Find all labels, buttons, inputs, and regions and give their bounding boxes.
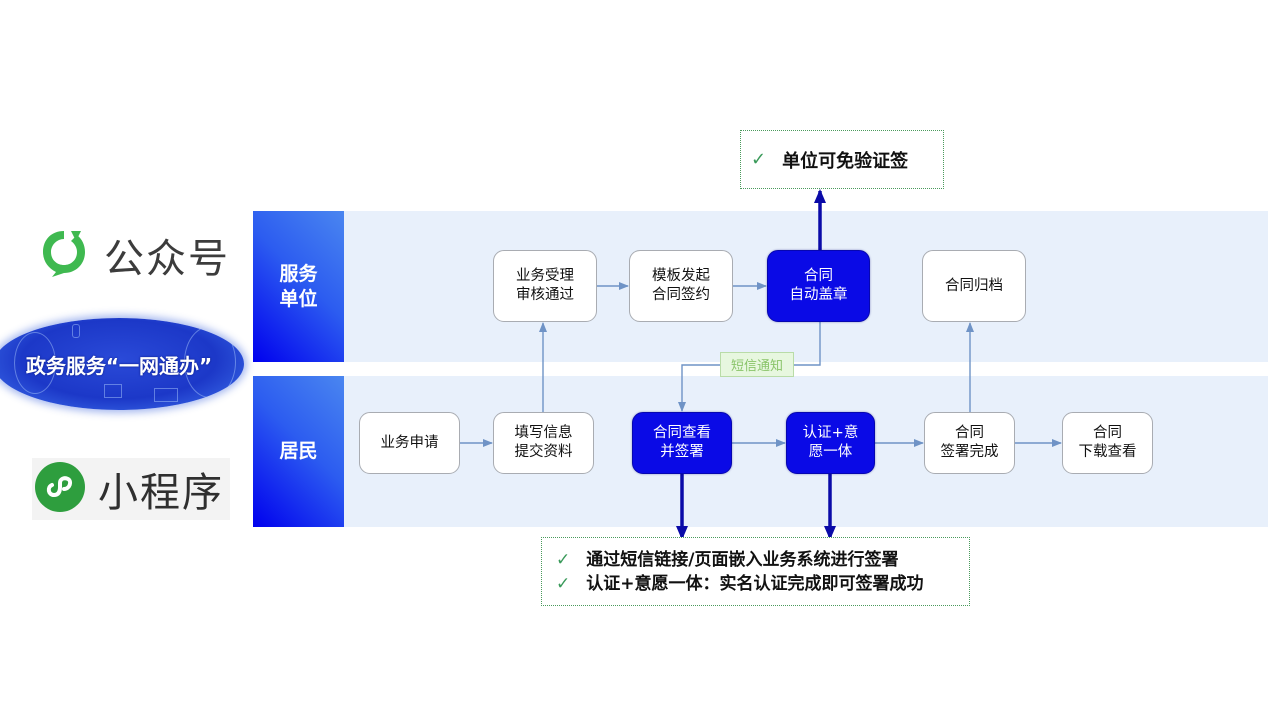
callout-text: 单位可免验证签 bbox=[782, 150, 909, 172]
node-line: 并签署 bbox=[660, 444, 704, 460]
banner-label: 政务服务“一网通办” bbox=[25, 353, 213, 378]
wechat-official-account-icon bbox=[38, 227, 90, 283]
gongzhonghao-label: 公众号 bbox=[104, 236, 230, 282]
node-line: 签署完成 bbox=[940, 444, 999, 460]
lane-title: 服务单位 bbox=[279, 262, 318, 310]
mini-program-icon bbox=[34, 461, 86, 517]
node-line: 愿一体 bbox=[808, 444, 853, 460]
node-line: 模板发起 bbox=[652, 268, 710, 284]
node-line: 合同签约 bbox=[652, 287, 710, 303]
bottom-callout: ✓ 通过短信链接/页面嵌入业务系统进行签署 ✓ 认证+意愿一体：实名认证完成即可… bbox=[541, 537, 970, 606]
one-network-banner: 政务服务“一网通办” bbox=[0, 318, 244, 410]
xiaochengxu-logo: 小程序 bbox=[32, 458, 230, 520]
node-line: 提交资料 bbox=[514, 444, 573, 460]
node-line: 下载查看 bbox=[1078, 444, 1137, 460]
lane-header-service-unit: 服务单位 bbox=[253, 211, 344, 362]
node-line: 业务受理 bbox=[516, 268, 574, 284]
check-icon: ✓ bbox=[556, 574, 571, 594]
callout-item: ✓ 认证+意愿一体：实名认证完成即可签署成功 bbox=[556, 572, 969, 596]
node-line: 合同归档 bbox=[945, 277, 1003, 294]
check-icon: ✓ bbox=[556, 550, 571, 570]
node-line: 合同 bbox=[804, 268, 833, 284]
node-line: 认证+意 bbox=[802, 425, 859, 441]
node-line: 填写信息 bbox=[514, 425, 573, 441]
node-fill-info[interactable]: 填写信息提交资料 bbox=[493, 412, 594, 474]
check-icon: ✓ bbox=[751, 149, 767, 170]
node-accept-review[interactable]: 业务受理审核通过 bbox=[493, 250, 597, 322]
gongzhonghao-logo: 公众号 bbox=[38, 226, 230, 284]
node-line: 合同 bbox=[955, 425, 984, 441]
xiaochengxu-label: 小程序 bbox=[98, 470, 224, 516]
node-sign-done[interactable]: 合同签署完成 bbox=[924, 412, 1015, 474]
node-archive[interactable]: 合同归档 bbox=[922, 250, 1026, 322]
node-line: 自动盖章 bbox=[789, 287, 848, 303]
node-apply[interactable]: 业务申请 bbox=[359, 412, 460, 474]
node-auth-intent[interactable]: 认证+意愿一体 bbox=[786, 412, 875, 474]
lane-title: 居民 bbox=[279, 440, 318, 462]
node-view-sign[interactable]: 合同查看并签署 bbox=[632, 412, 732, 474]
node-auto-seal[interactable]: 合同自动盖章 bbox=[767, 250, 870, 322]
callout-text: 认证+意愿一体：实名认证完成即可签署成功 bbox=[586, 574, 924, 594]
callout-item: ✓ 通过短信链接/页面嵌入业务系统进行签署 bbox=[556, 548, 969, 572]
top-callout: ✓ 单位可免验证签 bbox=[740, 130, 944, 189]
node-line: 合同 bbox=[1093, 425, 1122, 441]
node-line: 审核通过 bbox=[516, 287, 574, 303]
node-download[interactable]: 合同下载查看 bbox=[1062, 412, 1153, 474]
sms-notification-tag: 短信通知 bbox=[720, 352, 794, 377]
callout-text: 通过短信链接/页面嵌入业务系统进行签署 bbox=[586, 550, 899, 570]
node-line: 合同查看 bbox=[653, 425, 711, 441]
lane-header-resident: 居民 bbox=[253, 376, 344, 527]
node-template-sign[interactable]: 模板发起合同签约 bbox=[629, 250, 733, 322]
node-line: 业务申请 bbox=[380, 434, 439, 451]
callout-item: ✓ 单位可免验证签 bbox=[751, 147, 908, 173]
